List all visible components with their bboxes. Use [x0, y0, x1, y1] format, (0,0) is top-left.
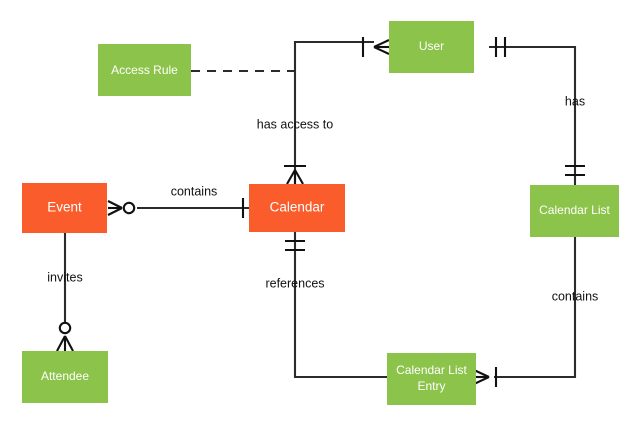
entity-attendee-label: Attendee [41, 369, 89, 383]
entity-calendar-list-label: Calendar List [539, 203, 610, 217]
entity-calendar-list-box[interactable] [530, 185, 619, 237]
entity-user-box[interactable] [389, 21, 474, 73]
marker-user-one-or-many [361, 37, 390, 57]
entity-access-rule-box[interactable] [98, 44, 191, 96]
entity-user[interactable]: User [389, 21, 474, 73]
relationship-label-has-access-to: has access to [257, 117, 333, 131]
entity-attendee[interactable]: Attendee [22, 351, 108, 403]
edge-user-has-calendar-list [489, 45, 577, 185]
entity-user-label: User [419, 39, 444, 53]
entity-access-rule-label: Access Rule [111, 63, 178, 77]
marker-calendar-list-exactly-one [565, 164, 585, 177]
marker-event-zero-or-many [107, 200, 136, 216]
entity-calendar-list-entry[interactable]: Calendar List Entry [387, 353, 476, 405]
relationship-label-has: has [565, 94, 585, 108]
entity-attendee-box[interactable] [22, 351, 108, 403]
marker-user-exactly-one [494, 37, 507, 57]
entity-calendar-list[interactable]: Calendar List [530, 185, 619, 237]
entity-event[interactable]: Event [22, 183, 107, 233]
marker-calendar-list-entry-one-or-many [473, 367, 498, 387]
relationship-label-invites: invites [47, 270, 82, 284]
entity-calendar-list-entry-box[interactable] [387, 353, 476, 405]
relationship-label-contains-calendar: contains [171, 184, 218, 198]
entity-calendar-list-entry-label-line1: Calendar List [396, 363, 467, 377]
relationship-label-references: references [265, 276, 324, 290]
relationship-label-contains-entry: contains [552, 289, 599, 303]
entity-event-box[interactable] [22, 183, 107, 233]
edge-calendar-references-entry [293, 232, 387, 379]
edge-calendar-list-contains-entry [494, 237, 577, 379]
marker-attendee-zero-or-many [56, 321, 74, 352]
entity-calendar-label: Calendar [270, 200, 325, 215]
edge-has-access-to [293, 40, 374, 170]
entity-calendar-list-entry-label-line2: Entry [417, 379, 445, 393]
entity-calendar-box[interactable] [249, 184, 345, 232]
entity-calendar[interactable]: Calendar [249, 184, 345, 232]
marker-calendar-exactly-one [285, 239, 305, 252]
entity-access-rule[interactable]: Access Rule [98, 44, 191, 96]
marker-calendar-one-or-many [284, 164, 306, 185]
entity-event-label: Event [47, 200, 82, 215]
